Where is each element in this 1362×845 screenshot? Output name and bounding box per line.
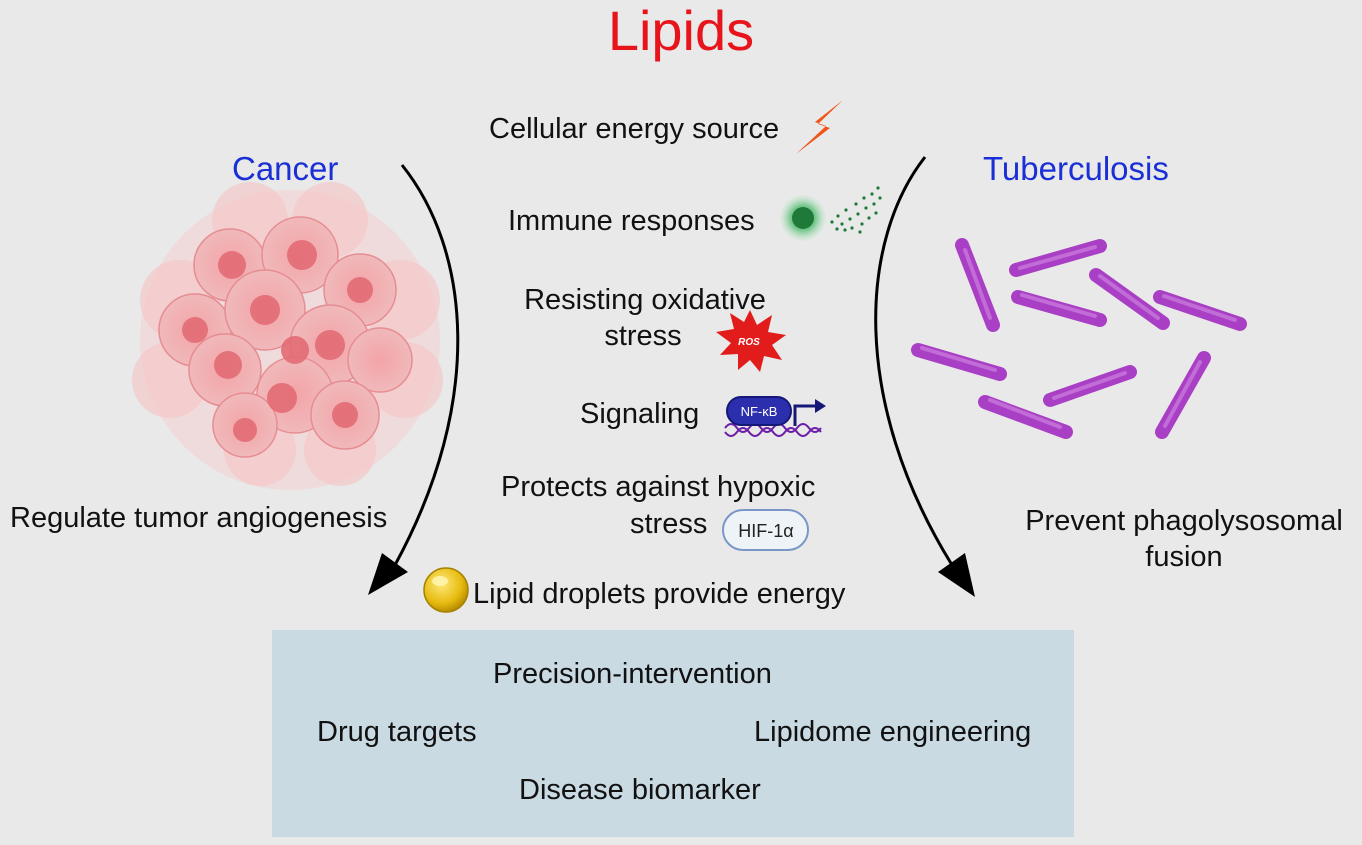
- hypoxic-stress-line1: Protects against hypoxic: [501, 471, 816, 503]
- ros-label: ROS: [738, 337, 760, 348]
- lightning-icon: [796, 100, 843, 154]
- nfkb-label: NF-κB: [741, 404, 778, 419]
- tuberculosis-caption-line1: Prevent phagolysosomal: [1025, 505, 1343, 537]
- tumor-cluster-icon: [132, 182, 443, 490]
- disease-biomarker-label: Disease biomarker: [519, 774, 761, 806]
- signaling-label: Signaling: [580, 398, 700, 430]
- left-curved-arrow: [368, 164, 460, 595]
- precision-intervention-label: Precision-intervention: [493, 658, 772, 690]
- hif-badge-icon: HIF-1α: [722, 509, 809, 551]
- cancer-heading: Cancer: [232, 150, 339, 187]
- applications-box: [272, 630, 1074, 837]
- immune-cell-icon: [780, 186, 882, 241]
- lipid-droplets-label: Lipid droplets provide energy: [473, 578, 846, 610]
- cancer-caption: Regulate tumor angiogenesis: [10, 502, 388, 534]
- immune-responses-label: Immune responses: [508, 205, 755, 237]
- drug-targets-label: Drug targets: [317, 716, 477, 748]
- tuberculosis-caption-line2: fusion: [1145, 541, 1223, 573]
- energy-source-label: Cellular energy source: [489, 113, 780, 145]
- ros-burst-icon: ROS: [716, 310, 786, 372]
- hypoxic-stress-line2: stress: [630, 508, 708, 540]
- tuberculosis-caption: Prevent phagolysosomal fusion: [1010, 503, 1358, 575]
- lipid-droplet-icon: [423, 567, 469, 613]
- oxidative-line2: stress: [604, 320, 682, 352]
- oxidative-line1: Resisting oxidative: [524, 284, 766, 316]
- bacteria-icon: [911, 238, 1247, 439]
- lipidome-engineering-label: Lipidome engineering: [754, 716, 1032, 748]
- nfkb-dna-icon: NF-κB: [724, 396, 826, 437]
- tuberculosis-heading: Tuberculosis: [983, 150, 1169, 187]
- hif-label: HIF-1α: [738, 521, 793, 541]
- oxidative-stress-label: Resisting oxidative stress: [505, 282, 785, 354]
- diagram-title: Lipids: [607, 0, 755, 62]
- right-curved-arrow: [874, 156, 975, 597]
